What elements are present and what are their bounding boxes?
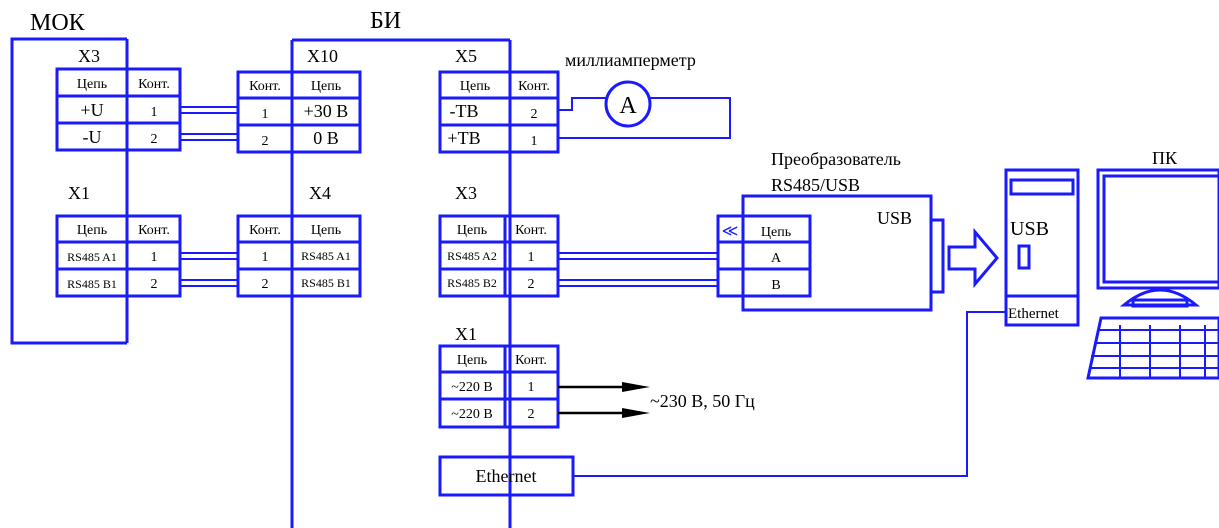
bi-x5-header-chain: Цепь: [460, 79, 490, 94]
converter-title-line1: Преобразователь: [771, 149, 901, 169]
mok-x3-row2-chain: -U: [83, 127, 102, 147]
pc-ethernet-label: Ethernet: [1008, 306, 1060, 322]
power-supply-label: ~230 В, 50 Гц: [650, 391, 755, 411]
bi-x1-row2-chain: ~220 В: [451, 407, 492, 422]
ammeter-circle: [604, 80, 652, 128]
pc-tower: [1004, 168, 1080, 327]
pc-monitor-icon: [1096, 168, 1219, 308]
ammeter-symbol: A: [619, 93, 637, 119]
mok-x1-header-contact: Конт.: [138, 223, 170, 238]
bi-x5-row1-chain: -ТВ: [450, 101, 479, 121]
bi-x3-row2-chain: RS485 B2: [447, 276, 497, 290]
mok-x3-label: X3: [78, 46, 100, 66]
converter-header-chain: Цепь: [761, 225, 791, 240]
mok-x1-row2-contact: 2: [151, 277, 158, 292]
converter-row1-chain: A: [771, 251, 782, 266]
bi-x10-table: Конт. Цепь 1 +30 В 2 0 В: [236, 70, 362, 154]
bi-x4-row2-contact: 2: [262, 277, 269, 292]
mok-x1-label: X1: [68, 183, 90, 203]
bi-x10-header-contact: Конт.: [249, 79, 281, 94]
bi-x3-header-contact: Конт.: [515, 223, 547, 238]
bi-x1-row1-contact: 1: [528, 380, 535, 395]
ethernet-block-label: Ethernet: [476, 466, 537, 486]
mok-enclosure: [10, 37, 127, 345]
usb-arrow-icon: [947, 227, 999, 289]
power-arrow-1: [622, 382, 650, 392]
mok-x3-table: Цепь Конт. +U 1 -U 2: [55, 67, 182, 152]
wire-ethernet: [573, 311, 1006, 477]
converter-usb-label: USB: [877, 208, 912, 228]
bi-x4-label: X4: [309, 183, 331, 203]
bi-x5-table: Цепь Конт. -ТВ 2 +ТВ 1: [438, 70, 560, 154]
converter-table: ≪ Цепь A B: [716, 214, 812, 298]
bi-x3-table: Цепь Конт. RS485 A2 1 RS485 B2 2: [438, 214, 560, 298]
bi-x4-row1-chain: RS485 A1: [301, 249, 351, 263]
bi-x4-table: Конт. Цепь 1 RS485 A1 2 RS485 B1: [236, 214, 362, 298]
mok-x1-row2-chain: RS485 B1: [67, 277, 117, 291]
bi-x4-header-contact: Конт.: [249, 223, 281, 238]
mok-x3-header-chain: Цепь: [77, 77, 107, 92]
pc-usb-label: USB: [1010, 218, 1049, 240]
bi-x5-row2-contact: 1: [531, 134, 538, 149]
converter-connector-icon: ≪: [722, 223, 739, 240]
converter-title-line2: RS485/USB: [771, 175, 860, 195]
bi-x4-row2-chain: RS485 B1: [301, 276, 351, 290]
bi-x10-row1-contact: 1: [262, 107, 269, 122]
bi-x3-row2-contact: 2: [528, 277, 535, 292]
mok-x1-table: Цепь Конт. RS485 A1 1 RS485 B1 2: [55, 214, 182, 298]
bi-x5-row1-contact: 2: [531, 107, 538, 122]
bi-x1-label: X1: [455, 324, 477, 344]
power-arrow-2: [622, 408, 650, 418]
bi-title: БИ: [370, 8, 401, 34]
mok-x3-header-contact: Конт.: [138, 77, 170, 92]
bi-x1-header-chain: Цепь: [457, 353, 487, 368]
keyboard-icon: [1086, 316, 1219, 380]
bi-x4-row1-contact: 1: [262, 250, 269, 265]
converter-usb-port: [929, 218, 945, 294]
bi-x5-row2-chain: +ТВ: [447, 128, 480, 148]
bi-x1-header-contact: Конт.: [515, 353, 547, 368]
bi-x5-header-contact: Конт.: [518, 79, 550, 94]
bi-x1-table: Цепь Конт. ~220 В 1 ~220 В 2: [438, 344, 560, 429]
mok-x3-row1-contact: 1: [151, 105, 158, 120]
bi-x3-label: X3: [455, 183, 477, 203]
bi-x4-header-chain: Цепь: [311, 223, 341, 238]
bi-x10-label: X10: [307, 46, 338, 66]
mok-x1-header-chain: Цепь: [77, 223, 107, 238]
bi-x10-row2-chain: 0 В: [313, 128, 339, 148]
bi-x1-row2-contact: 2: [528, 407, 535, 422]
bi-x3-row1-chain: RS485 A2: [447, 249, 497, 263]
mok-title: МОК: [30, 10, 86, 36]
mok-x1-row1-chain: RS485 A1: [67, 250, 117, 264]
wire-plus-tv: [558, 97, 731, 139]
bi-x10-header-chain: Цепь: [311, 79, 341, 94]
pc-label: ПК: [1152, 148, 1178, 168]
milliammeter-label: миллиамперметр: [565, 50, 696, 70]
mok-x1-row1-contact: 1: [151, 250, 158, 265]
bi-x5-label: X5: [455, 46, 477, 66]
converter-row2-chain: B: [771, 278, 780, 293]
mok-x3-row2-contact: 2: [151, 132, 158, 147]
bi-x1-row1-chain: ~220 В: [451, 380, 492, 395]
mok-x3-row1-chain: +U: [80, 100, 103, 120]
wire-minus-tv: [558, 97, 606, 111]
bi-x3-row1-contact: 1: [528, 250, 535, 265]
bi-x10-row2-contact: 2: [262, 134, 269, 149]
bi-x3-header-chain: Цепь: [457, 223, 487, 238]
bi-x10-row1-chain: +30 В: [304, 101, 349, 121]
